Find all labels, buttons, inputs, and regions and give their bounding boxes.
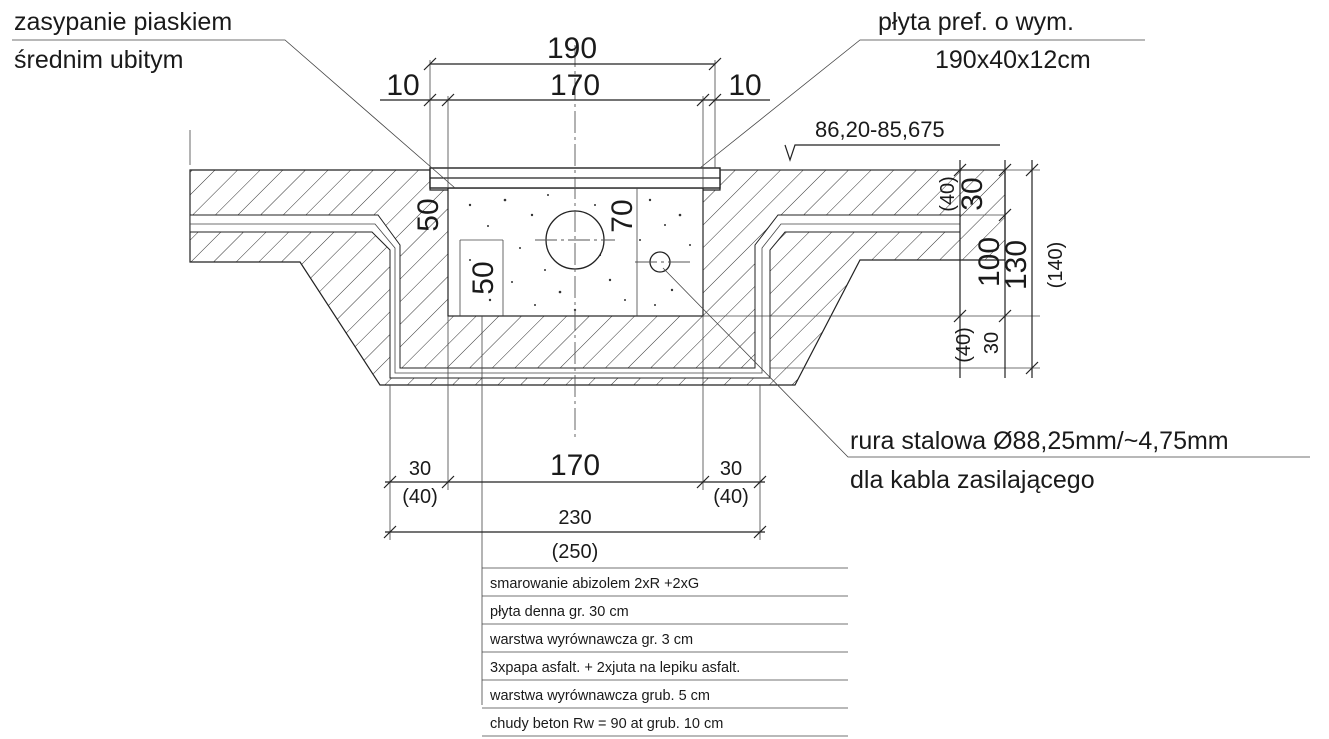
dim-right-30-bottom: 30 [981, 332, 1003, 354]
dim-right-40-bottom: (40) [953, 327, 975, 363]
layer-row: 3xpapa asfalt. + 2xjuta na lepiku asfalt… [490, 660, 740, 676]
dim-bottom-mid: 170 [550, 449, 600, 482]
fill-label-line1: zasypanie piaskiem [14, 8, 232, 36]
dim-top-right: 10 [728, 69, 761, 102]
dim-bottom-total: 230 [558, 507, 591, 529]
dim-right-100: 100 [973, 237, 1006, 287]
layer-row: warstwa wyrównawcza gr. 3 cm [489, 632, 693, 648]
layer-table [482, 567, 848, 737]
dim-top-mid: 170 [550, 69, 600, 102]
level-label: 86,20-85,675 [815, 117, 945, 142]
dim-bottom-total-alt: (250) [552, 541, 599, 563]
fill-leader [12, 39, 456, 189]
dim-right-30-top: 30 [956, 177, 989, 210]
bottom-dimension-lines [383, 316, 767, 705]
pipe-label-line2: dla kabla zasilającego [850, 466, 1095, 494]
pipe-leader [662, 267, 1310, 458]
layer-row: chudy beton Rw = 90 at grub. 10 cm [490, 716, 723, 732]
dim-bottom-right-40: (40) [713, 486, 749, 508]
dim-bottom-right-30: 30 [720, 458, 742, 480]
dim-right-140: (140) [1045, 242, 1067, 289]
level-mark [784, 144, 1000, 162]
dim-top-left: 10 [386, 69, 419, 102]
layer-row: warstwa wyrównawcza grub. 5 cm [489, 688, 710, 704]
dim-inner-50-low: 50 [467, 261, 500, 294]
dim-top-total: 190 [547, 32, 597, 65]
dim-right-130: 130 [1000, 240, 1033, 290]
layer-row: płyta denna gr. 30 cm [490, 604, 629, 620]
dim-right-40-top: (40) [937, 176, 959, 212]
top-dimension-lines [380, 57, 770, 188]
slab-label-line1: płyta pref. o wym. [878, 8, 1074, 36]
slab-leader [699, 39, 1145, 169]
pipe-label-line1: rura stalowa Ø88,25mm/~4,75mm [850, 427, 1229, 455]
layer-row: smarowanie abizolem 2xR +2xG [490, 576, 699, 592]
dim-inner-70: 70 [606, 199, 639, 232]
right-dimension-lines [703, 160, 1040, 378]
dim-bottom-left-40: (40) [402, 486, 438, 508]
dim-bottom-left-30: 30 [409, 458, 431, 480]
slab-label-line2: 190x40x12cm [935, 46, 1091, 74]
dim-inner-50-left: 50 [412, 198, 445, 231]
fill-label-line2: średnim ubitym [14, 46, 184, 74]
